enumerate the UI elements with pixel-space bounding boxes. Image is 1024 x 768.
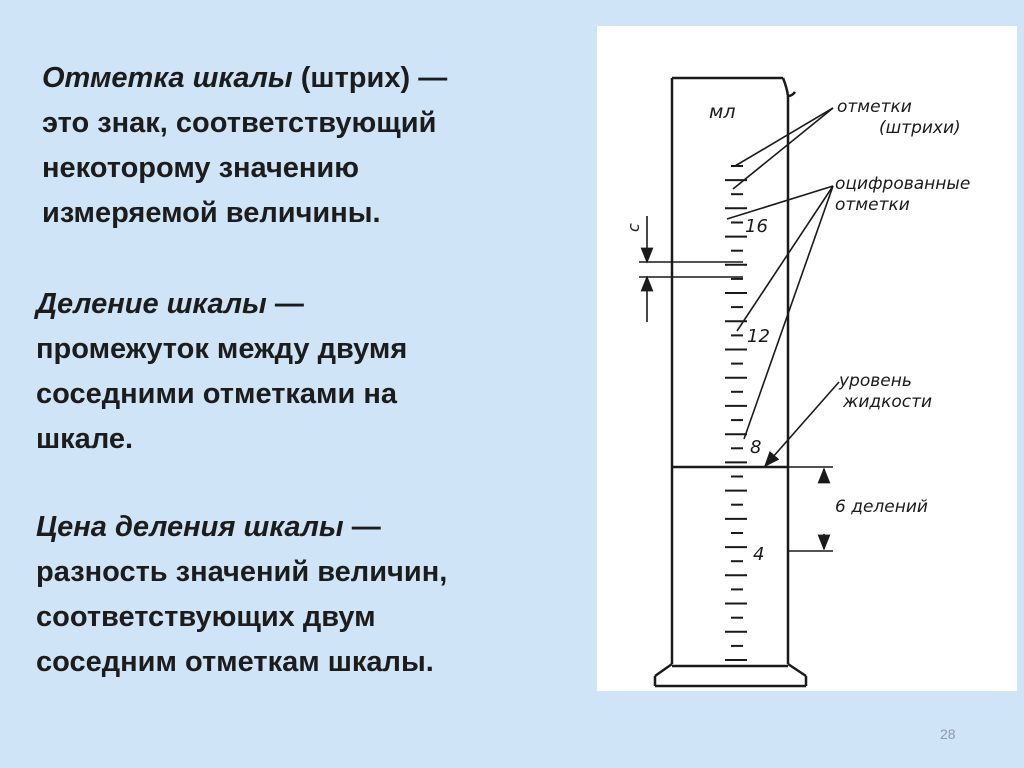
leader-lines <box>726 107 840 468</box>
definition-division-value: Цена деления шкалы — разность значений в… <box>36 505 581 685</box>
definition-line: промежуток между двумя <box>36 333 408 365</box>
division-dimension <box>639 216 743 322</box>
six-divisions-bracket <box>787 466 833 552</box>
scale-number-16: 16 <box>745 216 768 237</box>
c-label: c <box>624 223 643 232</box>
slide-number: 28 <box>940 726 956 742</box>
scale-ticks <box>725 165 747 661</box>
term-dash: — <box>274 288 304 320</box>
scale-number-12: 12 <box>747 326 770 347</box>
level-label-line1: уровень <box>838 371 912 391</box>
cylinder-base <box>653 662 808 688</box>
definition-line: Отметка шкалы (штрих) — <box>42 56 587 101</box>
definition-line: соседним отметкам шкалы. <box>36 646 434 678</box>
definition-line: соответствующих двум <box>36 601 376 633</box>
term-division-value: Цена деления шкалы <box>36 511 344 543</box>
unit-label: мл <box>709 101 735 123</box>
definition-line: Деление шкалы — <box>36 282 581 327</box>
definition-line: соседними отметками на <box>36 378 398 410</box>
definition-line: измеряемой величины. <box>42 197 381 229</box>
divisions-label: 6 делений <box>835 497 928 517</box>
scale-number-4: 4 <box>753 544 764 565</box>
definition-line: некоторому значению <box>42 152 360 184</box>
term-scale-division: Деление шкалы <box>36 288 267 320</box>
digitized-label-line1: оцифрованные <box>835 174 970 194</box>
definition-line: разность значений величин, <box>36 556 448 588</box>
term-paren: (штрих) <box>300 62 411 94</box>
level-label-line2: жидкости <box>842 392 932 412</box>
marks-label-line2: (штрихи) <box>879 118 961 138</box>
definition-scale-mark: Отметка шкалы (штрих) — это знак, соотве… <box>42 56 587 236</box>
marks-label-line1: отметки <box>837 97 912 117</box>
cylinder-svg: мл 16 12 8 4 отметки (штрихи) оцифрованн… <box>624 76 970 688</box>
definition-line: Цена деления шкалы — <box>36 505 581 550</box>
term-dash: — <box>351 511 381 543</box>
measuring-cylinder-diagram: мл 16 12 8 4 отметки (штрихи) оцифрованн… <box>597 26 1017 691</box>
term-dash: — <box>418 62 448 94</box>
definition-line: шкале. <box>36 423 134 455</box>
cylinder-body <box>670 76 796 664</box>
digitized-label-line2: отметки <box>835 195 910 215</box>
definition-scale-division: Деление шкалы — промежуток между двумя с… <box>36 282 581 462</box>
term-scale-mark: Отметка шкалы <box>42 62 293 94</box>
scale-number-8: 8 <box>750 437 761 458</box>
definition-line: это знак, соответствующий <box>42 107 437 139</box>
